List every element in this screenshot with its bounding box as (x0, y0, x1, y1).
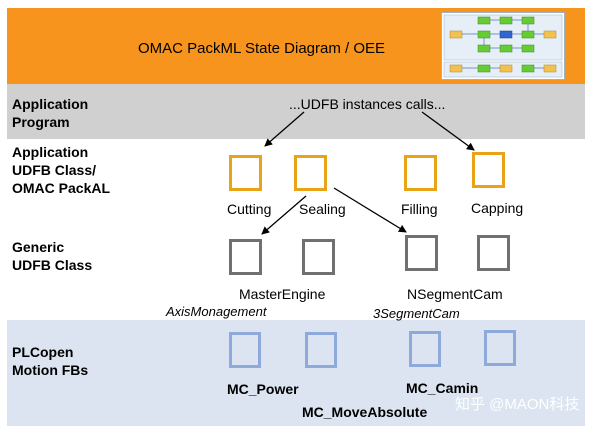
layer-application-program: Application Program (12, 96, 89, 130)
label-sealing: Sealing (299, 201, 346, 217)
arrow-sealing-to-nsegmentcam (333, 187, 407, 233)
application-program-band (7, 84, 585, 139)
header-title: OMAC PackML State Diagram / OEE (138, 40, 386, 57)
layer-generic-udfb: Generic UDFB Class (12, 239, 93, 273)
label-mc-power: MC_Power (227, 381, 299, 397)
motion-fb-box-2 (305, 332, 337, 368)
label-mc-camin: MC_Camin (406, 380, 479, 396)
generic-box-4 (477, 235, 510, 271)
state-diagram-thumbnail (441, 12, 565, 80)
filling-box (404, 155, 437, 191)
label-mc-moveabsolute: MC_MoveAbsolute (302, 404, 428, 420)
motion-fb-box-1 (229, 332, 261, 368)
sealing-box (294, 155, 327, 191)
arrow-sealing-to-masterengine (261, 195, 307, 235)
capping-box (472, 152, 505, 188)
layer-application-udfb: Application UDFB Class/ OMAC PackAL (12, 144, 111, 196)
note-3segmentcam: 3SegmentCam (373, 306, 460, 321)
generic-box-1 (229, 239, 262, 275)
calls-label: ...UDFB instances calls... (289, 96, 446, 112)
label-filling: Filling (401, 201, 438, 217)
watermark: 知乎 @MAON科技 (455, 396, 580, 413)
label-capping: Capping (471, 200, 524, 216)
note-axismonagement: AxisMonagement (166, 304, 267, 319)
layer-plcopen: PLCopen Motion FBs (12, 344, 89, 378)
arrow-calls-to-capping (421, 111, 475, 151)
cutting-box (229, 155, 262, 191)
label-nsegmentcam: NSegmentCam (407, 286, 503, 302)
motion-fb-box-3 (409, 331, 441, 367)
motion-fb-box-4 (484, 330, 516, 366)
label-cutting: Cutting (227, 201, 272, 217)
state-diagram-thumbnail-graphic (443, 14, 563, 78)
generic-box-2 (302, 239, 335, 275)
label-masterengine: MasterEngine (239, 286, 326, 302)
arrow-calls-to-cutting (264, 111, 305, 147)
plcopen-band (7, 320, 585, 426)
generic-box-3 (405, 235, 438, 271)
